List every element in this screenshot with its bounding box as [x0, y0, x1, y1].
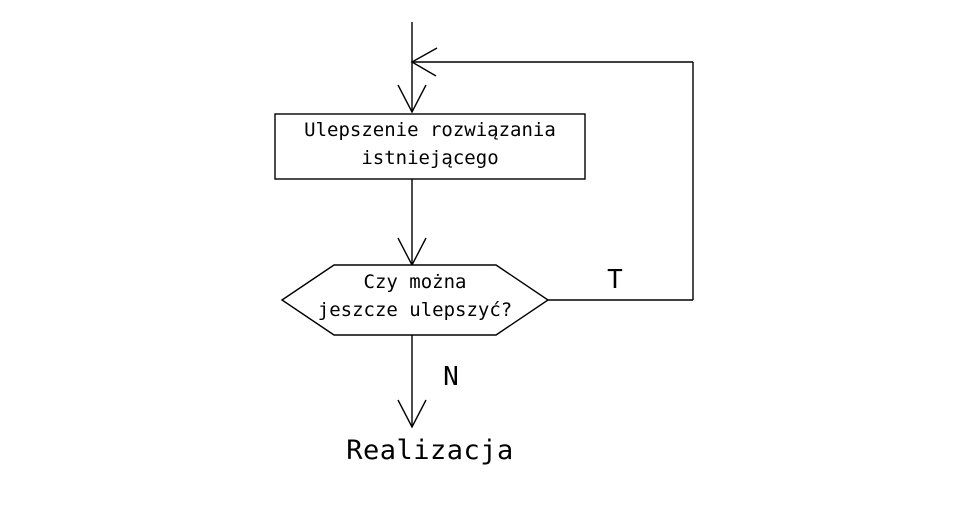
edge-label-no: N: [443, 362, 459, 392]
edge-label-yes: T: [607, 265, 623, 295]
process-box-label-line2: istniejącego: [361, 147, 498, 169]
decision-label-line2: jeszcze ulepszyć?: [318, 299, 512, 321]
process-box-label-line1: Ulepszenie rozwiązania: [304, 119, 556, 141]
decision-label-line1: Czy można: [364, 271, 467, 293]
arrowhead-into-end-icon: [397, 399, 427, 429]
decision-hexagon: [280, 264, 550, 336]
terminal-label: Realizacja: [346, 435, 514, 466]
arrowhead-into-process-icon: [397, 84, 427, 114]
process-box: [274, 113, 586, 180]
arrowhead-loop-left-icon: [410, 47, 438, 77]
